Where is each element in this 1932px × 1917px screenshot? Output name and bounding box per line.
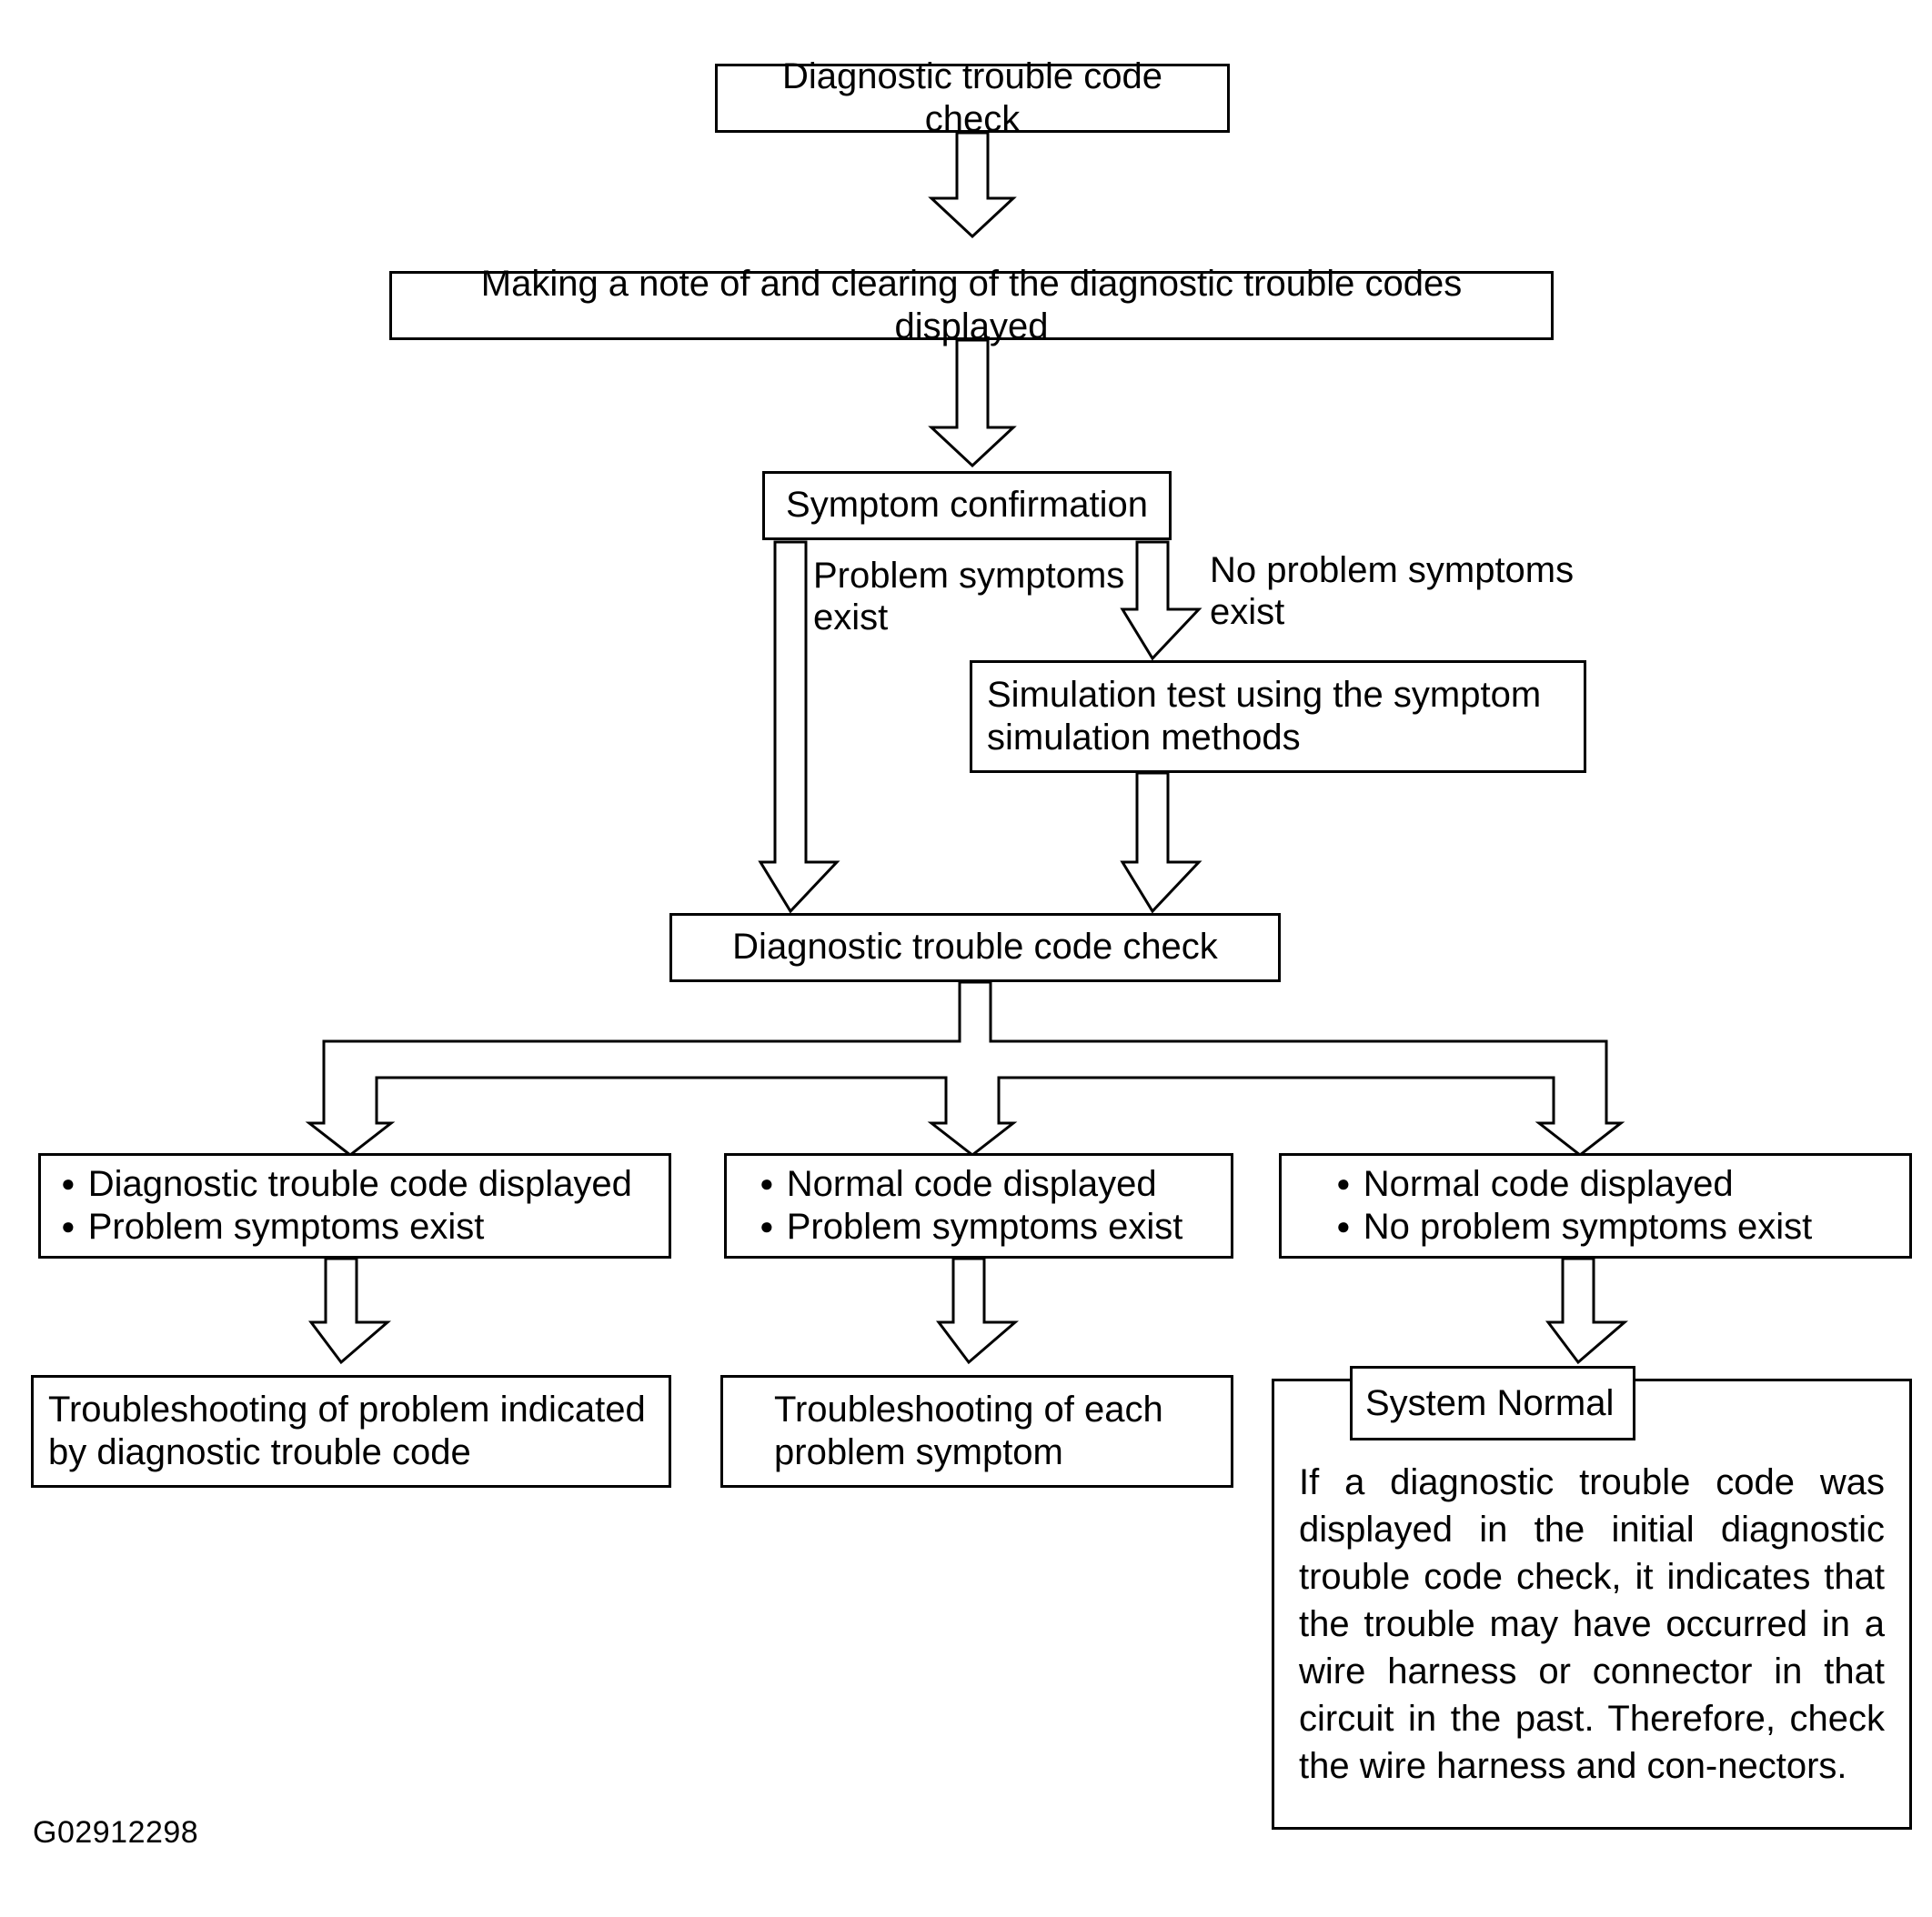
node-making-note-clearing: Making a note of and clearing of the dia… <box>389 264 1554 346</box>
arrow-problem-symptoms-exist <box>758 540 840 914</box>
node-troubleshooting-by-dtc: Troubleshooting of problem indicated by … <box>31 1375 671 1488</box>
arrow-simulation-to-dtc-check <box>1120 771 1202 914</box>
node-troubleshooting-each-symptom: Troubleshooting of each problem symptom <box>720 1375 1233 1488</box>
system-normal-note-body: If a diagnostic trouble code was display… <box>1299 1462 1885 1786</box>
node-result-dtc-displayed-problem-exists: Diagnostic trouble code displayed Proble… <box>38 1153 671 1259</box>
label-problem-symptoms-exist: Problem symptoms exist <box>813 556 1125 638</box>
node-system-normal-title: System Normal <box>1350 1366 1635 1440</box>
node-label: Diagnostic trouble code check <box>781 55 1163 139</box>
node-bullet-line: Normal code displayed <box>760 1163 1157 1206</box>
node-label: Simulation test using the symptom simula… <box>987 674 1542 758</box>
node-label: System Normal <box>1365 1382 1615 1423</box>
node-bullet-line: Problem symptoms exist <box>760 1206 1183 1249</box>
label-no-problem-symptoms-exist: No problem symptoms exist <box>1210 550 1575 633</box>
node-bullet-line: Problem symptoms exist <box>61 1206 485 1249</box>
arrow-down-to-troubleshooting-symptom <box>936 1257 1020 1365</box>
node-bullet-line: No problem symptoms exist <box>1336 1206 1812 1249</box>
arrow-down-to-clearing <box>928 131 1017 239</box>
node-label: Troubleshooting of problem indicated by … <box>48 1389 646 1472</box>
arrow-no-problem-symptoms-exist <box>1120 540 1202 661</box>
arrow-three-way-split <box>305 980 1625 1157</box>
node-diagnostic-trouble-code-check-second: Diagnostic trouble code check <box>669 913 1281 982</box>
arrow-down-to-troubleshooting-dtc <box>308 1257 392 1365</box>
panel-system-normal-note <box>1272 1379 1912 1830</box>
node-result-normal-code-no-problem: Normal code displayed No problem symptom… <box>1279 1153 1912 1259</box>
node-diagnostic-trouble-code-check-top: Diagnostic trouble code check <box>715 56 1230 139</box>
node-result-normal-code-problem-exists: Normal code displayed Problem symptoms e… <box>724 1153 1233 1259</box>
node-bullet-line: Normal code displayed <box>1336 1163 1734 1206</box>
node-label: Diagnostic trouble code check <box>732 927 1218 968</box>
node-symptom-confirmation: Symptom confirmation <box>762 471 1172 540</box>
node-label: Symptom confirmation <box>786 485 1148 526</box>
arrow-down-to-system-normal <box>1545 1257 1629 1365</box>
figure-id-label: G02912298 <box>33 1815 199 1850</box>
arrow-down-to-symptom-confirmation <box>928 338 1017 468</box>
node-label: Making a note of and clearing of the dia… <box>480 263 1463 346</box>
node-label: Troubleshooting of each problem symptom <box>774 1389 1163 1472</box>
node-bullet-line: Diagnostic trouble code displayed <box>61 1163 632 1206</box>
node-simulation-test: Simulation test using the symptom simula… <box>970 660 1586 773</box>
